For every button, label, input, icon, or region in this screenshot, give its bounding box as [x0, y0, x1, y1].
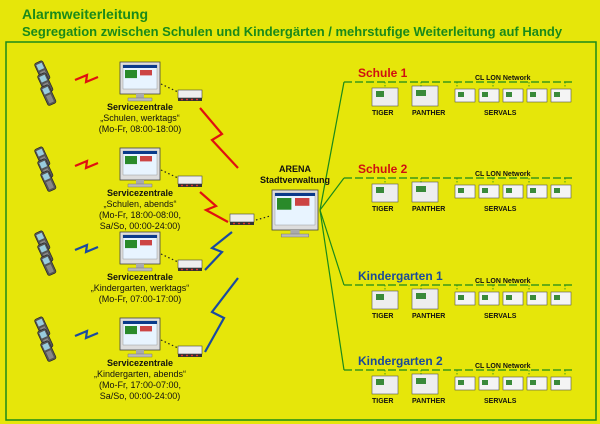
device-label-panther: PANTHER: [412, 398, 446, 405]
serval-module-icon: [454, 184, 476, 199]
serial-link: [255, 215, 271, 221]
wan-link: [319, 81, 345, 211]
tiger-controller-icon: [371, 87, 399, 107]
wan-link: [319, 209, 345, 371]
page-subtitle: Segregation zwischen Schulen und Kinderg…: [22, 24, 563, 39]
radio-link-icon: [199, 191, 229, 223]
device-label-servals: SERVALS: [484, 398, 517, 405]
mobile-phone-icon: [40, 340, 57, 362]
modem-icon: [177, 89, 203, 101]
service-center-detail: (Mo-Fr, 17:00-07:00,: [98, 380, 182, 390]
serval-module-icon: [502, 376, 524, 391]
radio-link-icon: [204, 231, 233, 271]
network-label: CL LON Network: [475, 171, 531, 178]
service-center-detail: Sa/So, 00:00-24:00): [99, 221, 181, 231]
serval-module-icon: [550, 376, 572, 391]
modem-icon: [177, 259, 203, 271]
serial-link: [160, 339, 179, 349]
tiger-controller-icon: [371, 183, 399, 203]
serval-module-icon: [526, 291, 548, 306]
network-label: CL LON Network: [475, 363, 531, 370]
serval-module-icon: [550, 291, 572, 306]
device-label-tiger: TIGER: [372, 206, 394, 213]
service-center-detail: „Kindergarten, werktags“: [90, 283, 190, 293]
workstation-icon: [119, 147, 161, 188]
device-label-servals: SERVALS: [484, 313, 517, 320]
site-title: Kindergarten 2: [358, 354, 443, 368]
device-label-servals: SERVALS: [484, 206, 517, 213]
serval-module-icon: [502, 184, 524, 199]
central-name: ARENA: [278, 164, 311, 174]
network-label: CL LON Network: [475, 278, 531, 285]
service-center-detail: (Mo-Fr, 08:00-18:00): [98, 124, 182, 134]
wan-link: [319, 209, 345, 286]
workstation-icon: [119, 61, 161, 102]
modem-icon: [229, 213, 255, 225]
mobile-phone-icon: [40, 170, 57, 192]
device-label-tiger: TIGER: [372, 313, 394, 320]
serval-module-icon: [478, 291, 500, 306]
panther-controller-icon: [411, 181, 439, 203]
service-center-name: Servicezentrale: [106, 358, 174, 368]
radio-link-icon: [74, 243, 99, 254]
serval-module-icon: [550, 88, 572, 103]
radio-link-icon: [199, 107, 239, 169]
page-title: Alarmweiterleitung: [22, 6, 149, 22]
serial-link: [160, 169, 179, 179]
tiger-controller-icon: [371, 375, 399, 395]
serval-module-icon: [502, 88, 524, 103]
serval-module-icon: [526, 184, 548, 199]
serval-module-icon: [478, 376, 500, 391]
device-label-tiger: TIGER: [372, 398, 394, 405]
serval-module-icon: [550, 184, 572, 199]
service-center-name: Servicezentrale: [106, 102, 174, 112]
site-title: Kindergarten 1: [358, 269, 443, 283]
serval-module-icon: [478, 88, 500, 103]
service-center-name: Servicezentrale: [106, 188, 174, 198]
workstation-icon: [119, 317, 161, 358]
radio-link-icon: [204, 277, 239, 353]
service-center-detail: „Schulen, werktags“: [100, 113, 180, 123]
mobile-phone-icon: [40, 84, 57, 106]
device-label-servals: SERVALS: [484, 110, 517, 117]
serval-module-icon: [454, 291, 476, 306]
device-label-panther: PANTHER: [412, 110, 446, 117]
panther-controller-icon: [411, 85, 439, 107]
serval-module-icon: [526, 376, 548, 391]
service-center-detail: (Mo-Fr, 18:00-08:00,: [98, 210, 182, 220]
outer-frame: [5, 41, 597, 421]
mobile-phone-icon: [40, 254, 57, 276]
serval-module-icon: [454, 88, 476, 103]
service-center-detail: (Mo-Fr, 07:00-17:00): [98, 294, 182, 304]
device-label-tiger: TIGER: [372, 110, 394, 117]
wan-link: [319, 177, 345, 211]
serial-link: [160, 253, 179, 263]
radio-link-icon: [74, 159, 99, 170]
panther-controller-icon: [411, 288, 439, 310]
device-label-panther: PANTHER: [412, 313, 446, 320]
service-center-name: Servicezentrale: [106, 272, 174, 282]
modem-icon: [177, 345, 203, 357]
network-label: CL LON Network: [475, 75, 531, 82]
tiger-controller-icon: [371, 290, 399, 310]
service-center-detail: „Schulen, abends“: [103, 199, 177, 209]
central-subtitle: Stadtverwaltung: [259, 175, 330, 185]
site-title: Schule 2: [358, 162, 408, 176]
radio-link-icon: [74, 329, 99, 340]
serval-module-icon: [478, 184, 500, 199]
serval-module-icon: [502, 291, 524, 306]
serval-module-icon: [454, 376, 476, 391]
panther-controller-icon: [411, 373, 439, 395]
site-title: Schule 1: [358, 66, 408, 80]
workstation-icon: [119, 231, 161, 272]
service-center-detail: „Kindergarten, abends“: [93, 369, 187, 379]
service-center-detail: Sa/So, 00:00-24:00): [99, 391, 181, 401]
modem-icon: [177, 175, 203, 187]
serval-module-icon: [526, 88, 548, 103]
central-workstation-icon: [271, 189, 319, 238]
radio-link-icon: [74, 73, 99, 84]
serial-link: [160, 83, 179, 93]
device-label-panther: PANTHER: [412, 206, 446, 213]
